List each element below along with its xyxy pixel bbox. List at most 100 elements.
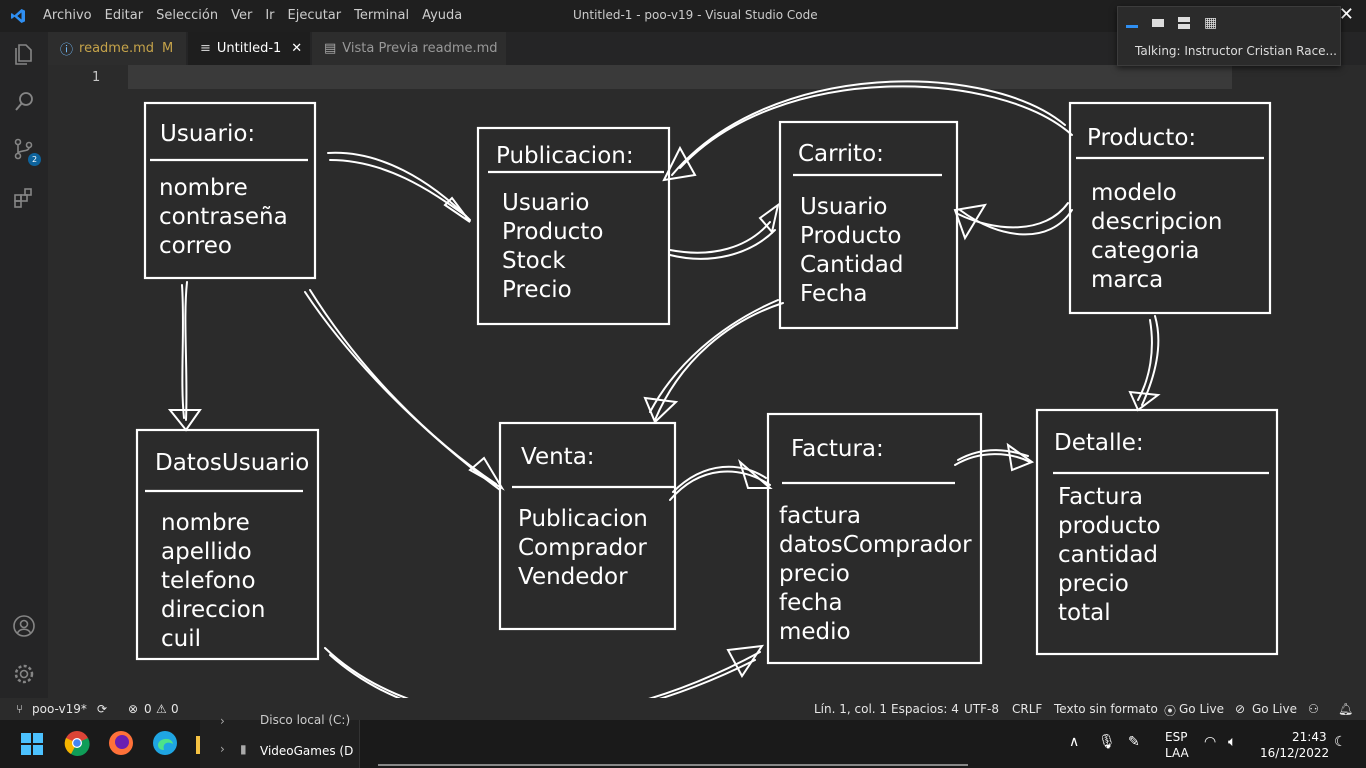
explorer-icon[interactable] xyxy=(12,42,36,66)
grid-icon[interactable]: ▦ xyxy=(1204,15,1218,31)
producto-field: categoria xyxy=(1091,238,1200,264)
source-control-icon[interactable] xyxy=(12,137,36,161)
language-layout[interactable]: LAA xyxy=(1165,746,1189,760)
menu-ejecutar[interactable]: Ejecutar xyxy=(287,8,342,23)
window-close-icon[interactable]: ✕ xyxy=(1338,4,1354,25)
taskbar-progress-line xyxy=(378,764,968,766)
edge-icon[interactable] xyxy=(152,730,178,756)
menu-archivo[interactable]: Archivo xyxy=(43,8,92,23)
restore-icon[interactable] xyxy=(1152,19,1164,27)
factura-title: Factura: xyxy=(791,436,884,462)
current-line-highlight xyxy=(128,65,1232,89)
warning-icon[interactable]: ⚠ xyxy=(156,702,167,716)
status-bar: ⑂ poo-v19* ⟳ ⊗ 0 ⚠ 0 Lín. 1, col. 1 Espa… xyxy=(0,698,1366,720)
detalle-field: cantidad xyxy=(1058,542,1158,568)
error-count[interactable]: 0 xyxy=(144,702,152,716)
factura-field: medio xyxy=(779,619,851,645)
menu-editar[interactable]: Editar xyxy=(104,8,144,23)
file-text-icon: ≡ xyxy=(200,41,211,56)
notifications-bell-icon[interactable]: 🔔︎ xyxy=(1338,702,1354,716)
language-mode[interactable]: Texto sin formato xyxy=(1054,702,1158,716)
feedback-icon[interactable]: ⚇ xyxy=(1308,702,1319,716)
go-live-button-2[interactable]: Go Live xyxy=(1252,702,1297,716)
datosusuario-field: direccion xyxy=(161,597,265,623)
jumplist-item[interactable]: Disco local (C:) xyxy=(260,713,351,727)
menu-ir[interactable]: Ir xyxy=(265,8,275,23)
file-explorer-icon[interactable] xyxy=(196,736,202,754)
source-control-badge: 2 xyxy=(28,153,41,166)
sync-icon[interactable]: ⟳ xyxy=(97,702,108,716)
firefox-icon[interactable] xyxy=(108,730,134,756)
carrito-field: Usuario xyxy=(800,194,887,220)
chevron-right-icon: › xyxy=(220,714,225,728)
warning-count[interactable]: 0 xyxy=(171,702,179,716)
microphone-icon[interactable]: 🎙︎ xyxy=(1098,734,1116,750)
tab-untitled-1[interactable]: ≡ Untitled-1 ✕ xyxy=(188,32,310,65)
line-ending[interactable]: CRLF xyxy=(1012,702,1043,716)
usuario-box xyxy=(143,101,317,280)
venta-title: Venta: xyxy=(521,444,595,470)
venta-field: Comprador xyxy=(518,535,647,561)
tab-label: Vista Previa readme.md xyxy=(342,41,498,56)
chevron-right-icon: › xyxy=(220,742,225,756)
layout-icon[interactable] xyxy=(1178,17,1190,29)
night-mode-icon[interactable]: ☾ xyxy=(1334,734,1347,750)
line-number: 1 xyxy=(92,70,101,85)
clock-time[interactable]: 21:43 xyxy=(1292,730,1327,744)
branch-name[interactable]: poo-v19* xyxy=(32,702,87,716)
tab-label: Untitled-1 xyxy=(216,41,282,56)
datosusuario-field: nombre xyxy=(161,510,250,536)
go-live-button[interactable]: Go Live xyxy=(1179,702,1224,716)
carrito-title: Carrito: xyxy=(798,141,884,167)
menu-ver[interactable]: Ver xyxy=(231,8,253,23)
publicacion-field: Usuario xyxy=(502,190,589,216)
tab-preview-readme[interactable]: ▤ Vista Previa readme.md xyxy=(312,32,506,65)
cursor-position[interactable]: Lín. 1, col. 1 xyxy=(814,702,888,716)
pen-icon[interactable]: ✎ xyxy=(1128,734,1140,750)
chevron-up-icon[interactable]: ∧ xyxy=(1069,734,1080,750)
venta-field: Vendedor xyxy=(518,564,628,590)
detalle-field: precio xyxy=(1058,571,1129,597)
vscode-logo-icon xyxy=(11,9,25,23)
menu-seleccion[interactable]: Selección xyxy=(156,8,219,23)
clock-date[interactable]: 16/12/2022 xyxy=(1260,746,1330,760)
detalle-box xyxy=(1035,408,1279,656)
usuario-field: contraseña xyxy=(159,204,288,230)
usuario-field: correo xyxy=(159,233,232,259)
windows-start-icon[interactable] xyxy=(20,732,44,756)
account-icon[interactable] xyxy=(12,614,36,638)
window-title: Untitled-1 - poo-v19 - Visual Studio Cod… xyxy=(573,8,818,22)
error-icon[interactable]: ⊗ xyxy=(128,702,139,716)
chrome-icon[interactable] xyxy=(64,730,90,756)
language-indicator[interactable]: ESP xyxy=(1165,730,1188,744)
producto-field: modelo xyxy=(1091,180,1177,206)
datosusuario-field: telefono xyxy=(161,568,256,594)
menu-terminal[interactable]: Terminal xyxy=(354,8,410,23)
volume-icon[interactable]: 🔈︎ xyxy=(1228,734,1237,750)
search-icon[interactable] xyxy=(12,89,36,113)
settings-gear-icon[interactable] xyxy=(12,662,36,686)
detalle-field: total xyxy=(1058,600,1111,626)
branch-icon[interactable]: ⑂ xyxy=(16,702,24,716)
menu-bar: Archivo Editar Selección Ver Ir Ejecutar… xyxy=(43,8,475,23)
detalle-field: Factura xyxy=(1058,484,1143,510)
encoding[interactable]: UTF-8 xyxy=(964,702,999,716)
jumplist-item[interactable]: VideoGames (D xyxy=(260,744,354,758)
publicacion-field: Producto xyxy=(502,219,603,245)
carrito-field: Cantidad xyxy=(800,252,903,278)
wifi-icon[interactable]: ◠ xyxy=(1204,734,1217,750)
detalle-field: producto xyxy=(1058,513,1161,539)
publicacion-box xyxy=(476,126,671,326)
usuario-field: nombre xyxy=(159,175,248,201)
publicacion-field: Stock xyxy=(502,248,566,274)
extensions-icon[interactable] xyxy=(12,186,36,210)
preview-icon: ▤ xyxy=(324,41,337,56)
menu-ayuda[interactable]: Ayuda xyxy=(422,8,463,23)
tab-readme[interactable]: ⓘ readme.md M xyxy=(48,32,186,65)
venta-field: Publicacion xyxy=(518,506,648,532)
close-icon[interactable]: ✕ xyxy=(291,41,303,56)
indentation[interactable]: Espacios: 4 xyxy=(891,702,959,716)
explorer-jumplist: › Disco local (C:) › ▮ VideoGames (D xyxy=(200,713,360,768)
minimize-icon[interactable] xyxy=(1126,25,1138,28)
carrito-field: Fecha xyxy=(800,281,867,307)
